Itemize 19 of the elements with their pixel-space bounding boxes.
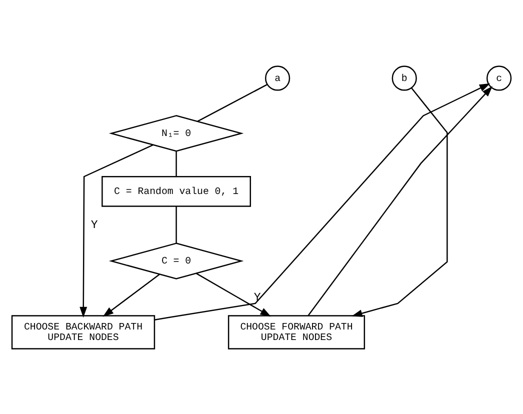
edge-label: Y	[254, 290, 261, 304]
node-circle: a	[265, 65, 290, 90]
connector	[176, 206, 177, 243]
node-box: C = Random value 0, 1	[102, 176, 251, 206]
edge-label: Y	[90, 218, 98, 232]
connector	[197, 84, 268, 122]
arrow	[352, 87, 448, 316]
arrow	[196, 272, 272, 316]
arrow	[80, 144, 154, 318]
arrow	[308, 86, 493, 316]
connector	[176, 150, 177, 176]
arrow	[102, 273, 160, 316]
node-diamond: C = 0	[108, 242, 244, 279]
node-circle: c	[486, 65, 512, 90]
node-diamond: N₁= 0	[108, 114, 244, 152]
node-circle: b	[392, 65, 417, 90]
node-box: CHOOSE BACKWARD PATH UPDATE NODES	[11, 314, 156, 349]
arrow	[154, 82, 490, 320]
node-box: CHOOSE FORWARD PATH UPDATE NODES	[228, 314, 366, 349]
